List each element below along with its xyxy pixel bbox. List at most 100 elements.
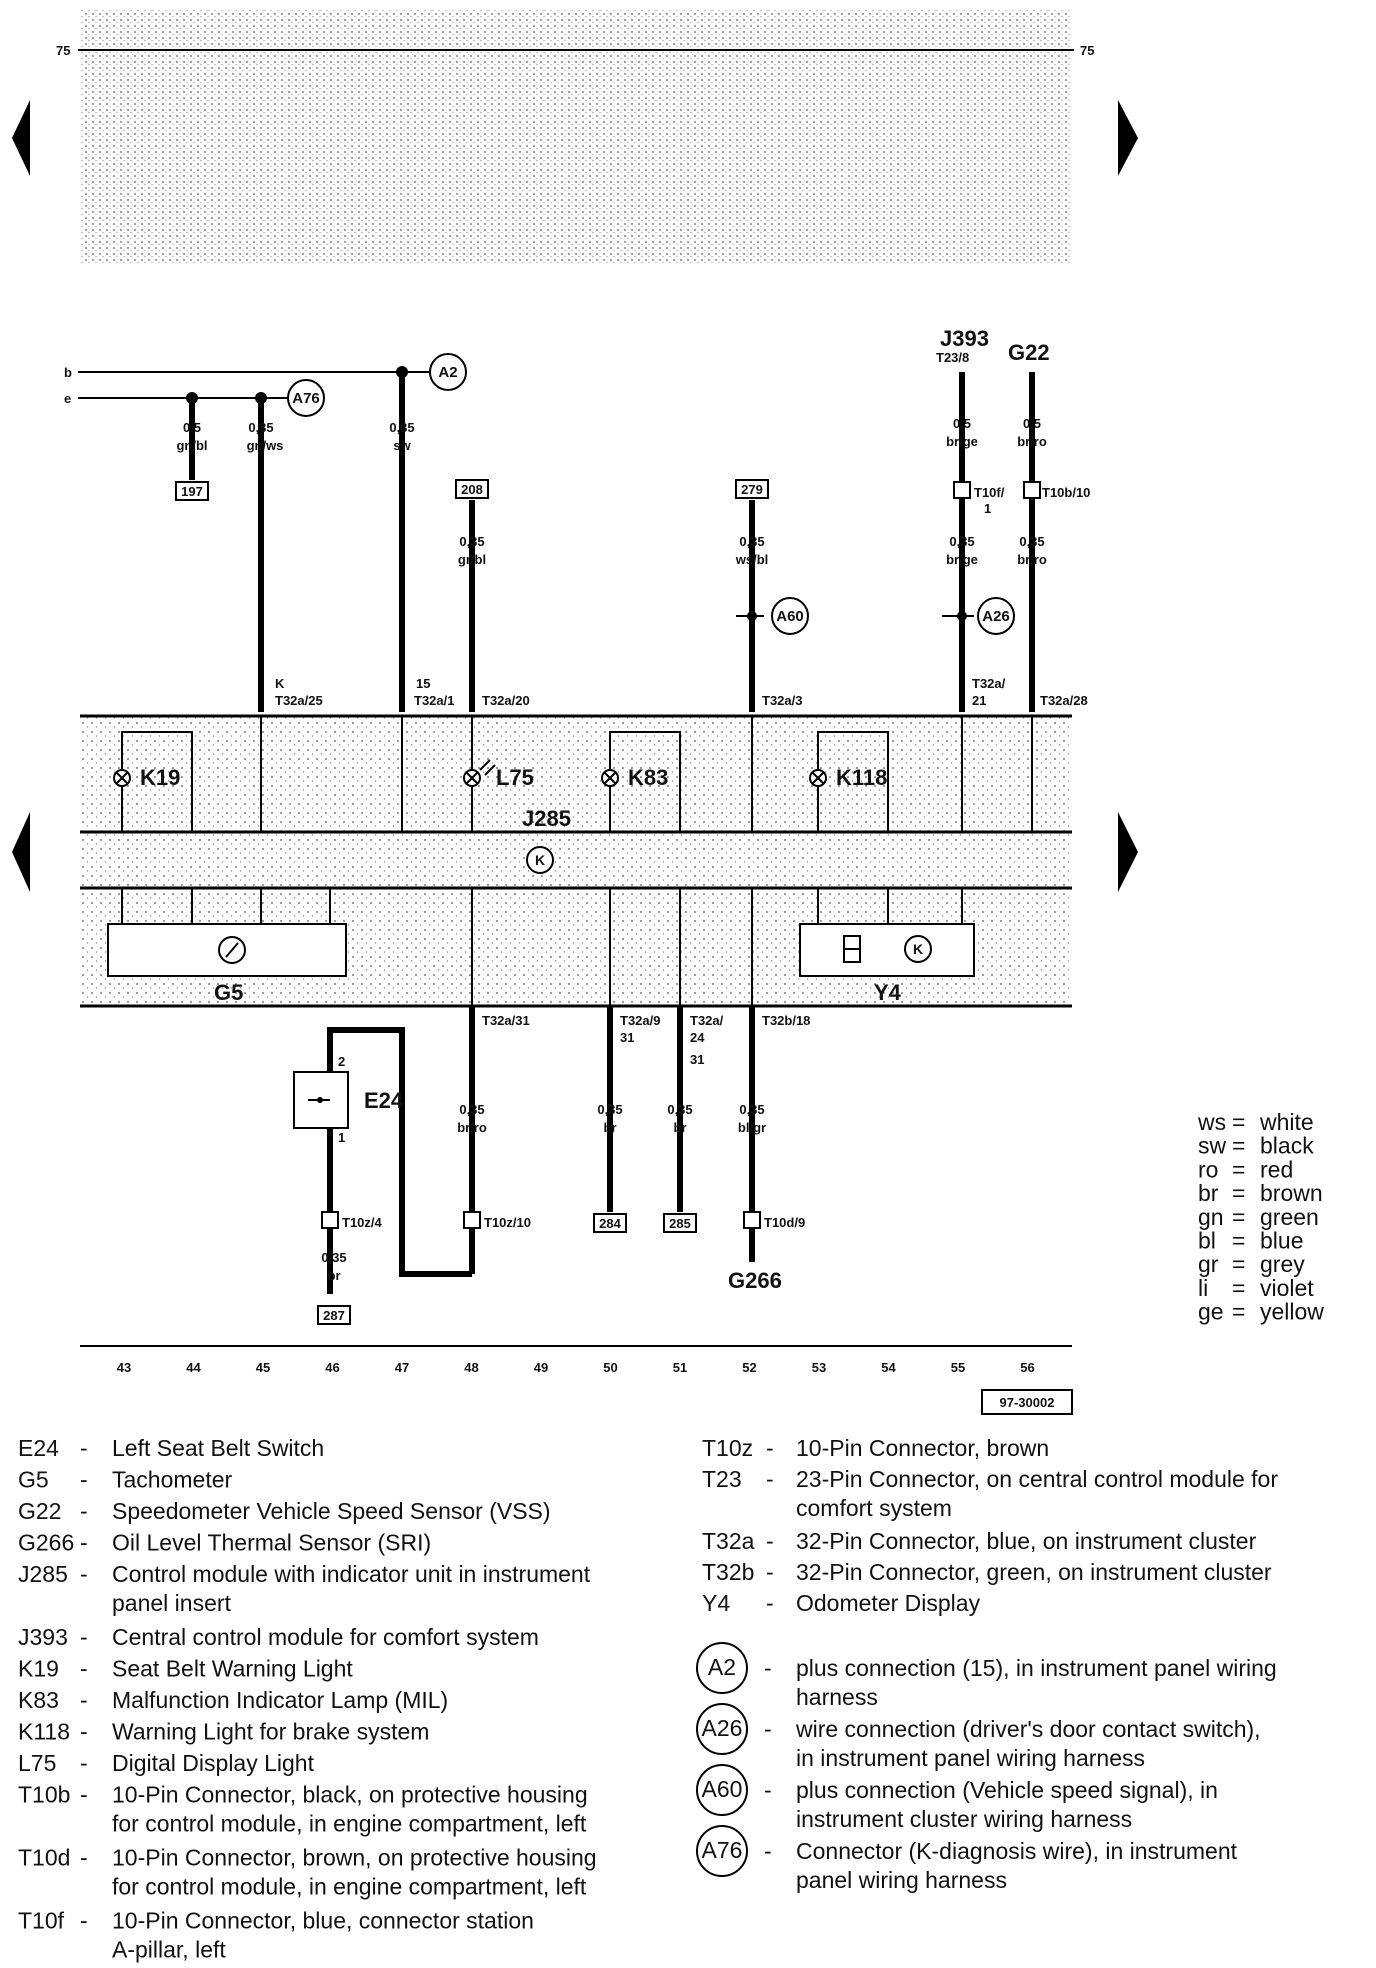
pin-T32a-25: T32a/25 — [275, 693, 323, 708]
legend-text: plus connection (15), in instrument pane… — [796, 1655, 1277, 1681]
legend-text: Warning Light for brake system — [112, 1719, 429, 1745]
svg-text:A76: A76 — [292, 390, 320, 407]
scale-number: 45 — [256, 1360, 270, 1375]
color-name: red — [1260, 1156, 1293, 1182]
color-name: grey — [1260, 1251, 1305, 1277]
svg-text:K: K — [913, 941, 923, 957]
pin-T32a-21: 21 — [972, 693, 986, 708]
wire1-color: gn/bl — [176, 438, 207, 453]
legend-text: 32-Pin Connector, blue, on instrument cl… — [796, 1528, 1257, 1554]
label-G266: G266 — [728, 1268, 782, 1293]
connector-A76 — [287, 379, 325, 417]
legend-text: instrument cluster wiring harness — [796, 1806, 1132, 1832]
legend-dash: - — [80, 1498, 88, 1524]
label-E24: E24 — [364, 1088, 404, 1113]
legend-text: Central control module for comfort syste… — [112, 1624, 539, 1650]
legend-dash: - — [80, 1530, 88, 1556]
wire6b-size: 0,35 — [949, 534, 974, 549]
pin-T32a-31: T32a/31 — [482, 1013, 530, 1028]
legend-dash: - — [80, 1845, 88, 1871]
legend-code: K118 — [18, 1719, 70, 1745]
color-code: bl — [1198, 1228, 1216, 1254]
label-J393-pin: T23/8 — [936, 350, 969, 365]
color-eq: = — [1232, 1109, 1245, 1135]
color-name: blue — [1260, 1228, 1303, 1254]
scale-number: 47 — [395, 1360, 409, 1375]
color-eq: = — [1232, 1204, 1245, 1230]
bus-b-label: b — [64, 365, 72, 380]
legend-dash: - — [764, 1838, 772, 1864]
ref-197: 197 — [181, 484, 203, 499]
legend-code: A76 — [702, 1837, 743, 1863]
ref-208: 208 — [461, 482, 483, 497]
wire3-color: sw — [393, 438, 411, 453]
legend-dash: - — [80, 1467, 88, 1493]
wire10-size: 0,35 — [667, 1102, 692, 1117]
legend-text: wire connection (driver's door contact s… — [795, 1716, 1261, 1742]
legend-dash: - — [766, 1435, 774, 1461]
doc-number: 97-30002 — [1000, 1395, 1055, 1410]
legend-connector-circle — [696, 1764, 748, 1816]
wire5-color: ws/bl — [735, 552, 769, 567]
color-code: sw — [1198, 1133, 1227, 1159]
legend-connector-circle — [696, 1642, 748, 1694]
legend-text: 10-Pin Connector, brown, on protective h… — [112, 1845, 597, 1871]
color-eq: = — [1232, 1133, 1245, 1159]
scale-number: 54 — [881, 1360, 896, 1375]
legend-code: L75 — [18, 1750, 56, 1776]
legend-text: panel insert — [112, 1590, 232, 1616]
legend-text: for control module, in engine compartmen… — [112, 1811, 587, 1837]
scale-number: 55 — [951, 1360, 965, 1375]
prev-page-arrow-top[interactable] — [12, 100, 30, 176]
legend-dash: - — [80, 1687, 88, 1713]
legend-code: T10f — [18, 1908, 65, 1934]
wire9-color: br — [604, 1120, 617, 1135]
legend-text: comfort system — [796, 1495, 952, 1521]
next-page-arrow-top[interactable] — [1118, 100, 1138, 176]
wire1-size: 0,5 — [183, 420, 201, 435]
color-name: green — [1260, 1204, 1319, 1230]
wire12-size: 0,35 — [321, 1250, 346, 1265]
legend-dash: - — [80, 1908, 88, 1934]
legend-dash: - — [764, 1655, 772, 1681]
pin-T32a-20: T32a/20 — [482, 693, 530, 708]
wire11-color: bl/gr — [738, 1120, 766, 1135]
legend-code: T32a — [702, 1528, 755, 1554]
legend-text: plus connection (Vehicle speed signal), … — [796, 1777, 1218, 1803]
scale-number: 50 — [603, 1360, 617, 1375]
conn-T10z-4: T10z/4 — [342, 1215, 383, 1230]
svg-text:1: 1 — [338, 1130, 345, 1145]
legend-dash: - — [764, 1716, 772, 1742]
next-page-arrow-mid[interactable] — [1118, 812, 1138, 892]
legend-code: J285 — [18, 1561, 68, 1587]
prev-page-arrow-mid[interactable] — [12, 812, 30, 892]
bus-e-label: e — [64, 391, 71, 406]
svg-text:1: 1 — [984, 501, 991, 516]
legend-code: T23 — [702, 1466, 742, 1492]
legend-text: Seat Belt Warning Light — [112, 1656, 353, 1682]
legend-code: T32b — [702, 1559, 754, 1585]
control-module-J285: K19 L75 K83 K118 J285 K — [80, 714, 1072, 1008]
color-code: ge — [1198, 1299, 1224, 1325]
svg-text:K: K — [275, 676, 285, 691]
conn-T10f: T10f/ — [974, 485, 1005, 500]
pin-T32a-3: T32a/3 — [762, 693, 802, 708]
legend-text: 23-Pin Connector, on central control mod… — [796, 1466, 1278, 1492]
pin-T32b-18: T32b/18 — [762, 1013, 810, 1028]
legend-dash: - — [80, 1656, 88, 1682]
ref-287: 287 — [323, 1308, 345, 1323]
legend-code: T10d — [18, 1845, 70, 1871]
conn-T10z-10: T10z/10 — [484, 1215, 531, 1230]
color-eq: = — [1232, 1299, 1245, 1325]
svg-text:15: 15 — [416, 676, 430, 691]
color-name: violet — [1260, 1275, 1314, 1301]
legend-connector-circle — [696, 1825, 748, 1877]
svg-text:T32a/: T32a/ — [972, 676, 1006, 691]
wire3-size: 0,35 — [389, 420, 414, 435]
scale-number: 43 — [117, 1360, 131, 1375]
legend-connector-circle — [696, 1703, 748, 1755]
conn-T10d-9: T10d/9 — [764, 1215, 805, 1230]
scale-number: 48 — [464, 1360, 478, 1375]
